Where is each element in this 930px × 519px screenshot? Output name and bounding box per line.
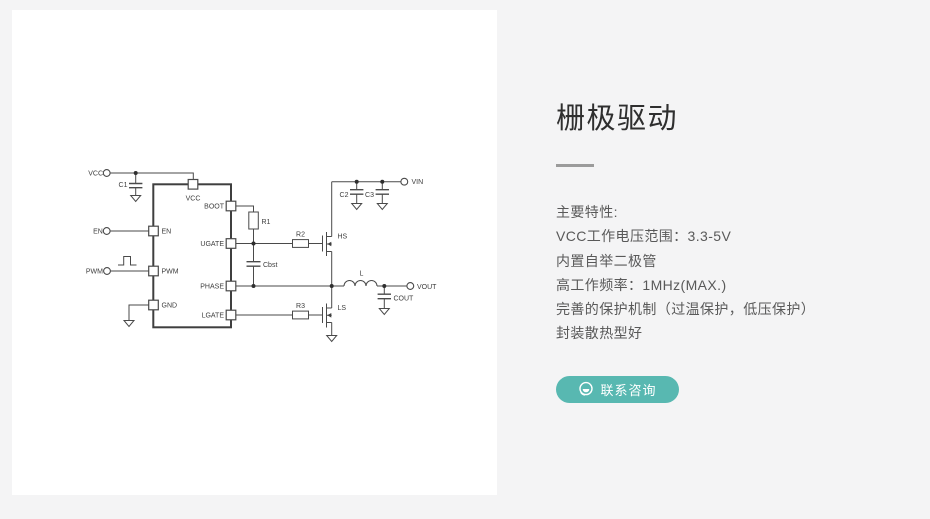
inductor-label: L (360, 271, 364, 278)
hs-label: HS (338, 233, 348, 240)
ic-pin-en-label: EN (162, 228, 172, 235)
inductor-coil (343, 280, 378, 287)
r3-label: R3 (296, 303, 305, 310)
hs-mosfet (322, 181, 333, 286)
vcc-terminal-label: VCC (88, 170, 103, 177)
circuit-wires (110, 172, 407, 321)
resistors (248, 211, 309, 320)
r1-label: R1 (262, 219, 271, 226)
cout-label: COUT (394, 295, 415, 302)
circuit-diagram: VCC EN PWM C1 VCC EN PWM GND BOOT UGATE … (86, 169, 437, 343)
vin-terminal-label: VIN (412, 179, 424, 186)
terminal-circles (102, 169, 415, 290)
vout-terminal-label: VOUT (417, 284, 437, 291)
ls-mosfet (322, 286, 333, 336)
ic-pin-ugate-label: UGATE (200, 241, 224, 248)
ic-pin-phase-label: PHASE (200, 283, 224, 290)
pwm-pulse-icon (118, 256, 137, 266)
feature-line: 封装散热型好 (556, 325, 643, 342)
contact-button[interactable]: 联系咨询 (556, 375, 679, 403)
ls-label: LS (338, 305, 347, 312)
ic-pin-squares (148, 178, 237, 321)
feature-list: 主要特性: VCC工作电压范围：3.3-5V 内置自举二极管 高工作频率：1MH… (556, 200, 916, 346)
ic-pin-lgate-label: LGATE (202, 312, 225, 319)
ground-symbols (122, 195, 391, 343)
feature-line: 高工作频率：1MHz(MAX.) (556, 276, 727, 293)
ic-pin-gnd-label: GND (162, 302, 178, 309)
c2-label: C2 (340, 192, 349, 199)
schematic-panel: VCC EN PWM C1 VCC EN PWM GND BOOT UGATE … (12, 10, 497, 495)
customer-service-icon (579, 382, 594, 396)
c1-label: C1 (119, 182, 128, 189)
feature-line: 完善的保护机制（过温保护，低压保护） (556, 301, 816, 318)
feature-line: 主要特性: (556, 204, 618, 220)
c3-label: C3 (365, 192, 374, 199)
capacitor-plates (129, 182, 391, 300)
en-terminal-label: EN (93, 228, 103, 235)
ic-body (152, 183, 232, 329)
cbst-label: Cbst (263, 262, 277, 269)
ic-pin-vcc-label: VCC (186, 196, 201, 203)
ic-pin-pwm-label: PWM (162, 268, 179, 275)
r2-label: R2 (296, 231, 305, 238)
contact-button-label: 联系咨询 (600, 382, 657, 398)
junction-dots (133, 171, 387, 288)
feature-line: 内置自举二极管 (556, 252, 657, 269)
page-title: 栅极驱动 (556, 103, 679, 135)
product-info-section: 栅极驱动 主要特性: VCC工作电压范围：3.3-5V 内置自举二极管 高工作频… (556, 101, 916, 403)
pwm-terminal-label: PWM (86, 268, 103, 275)
title-divider (556, 164, 594, 167)
feature-line: VCC工作电压范围：3.3-5V (556, 228, 732, 245)
ic-pin-boot-label: BOOT (204, 203, 225, 210)
